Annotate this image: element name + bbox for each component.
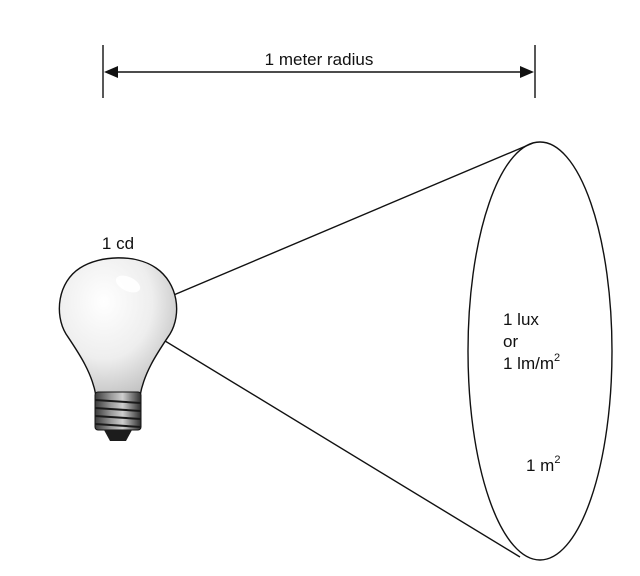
radius-dimension: 1 meter radius	[102, 45, 536, 98]
dimension-arrow-right	[520, 66, 534, 78]
illuminance-label: 1 lux or 1 lm/m2	[503, 310, 560, 373]
bulb-thread-3	[94, 415, 142, 420]
illuminance-line-3-sup: 2	[554, 352, 560, 364]
cone-edge-top	[123, 142, 534, 317]
area-label-sup: 2	[554, 454, 560, 466]
area-label-base: 1 m	[526, 456, 554, 475]
bulb-contact	[104, 430, 132, 441]
source-label: 1 cd	[102, 234, 134, 253]
bulb-highlight	[115, 275, 141, 293]
area-label: 1 m2	[526, 454, 560, 475]
illuminance-line-3-base: 1 lm/m	[503, 354, 554, 373]
bulb-glass	[58, 257, 178, 397]
dimension-arrow-left	[104, 66, 118, 78]
illuminated-surface	[467, 141, 613, 561]
radius-label: 1 meter radius	[265, 50, 374, 69]
bulb-thread-4	[94, 423, 142, 428]
illuminance-line-3: 1 lm/m2	[503, 352, 560, 373]
cone-edge-bottom	[123, 315, 521, 558]
illuminance-line-1: 1 lux	[503, 310, 539, 329]
light-bulb-icon	[58, 257, 178, 441]
illuminance-line-2: or	[503, 332, 518, 351]
light-cone	[123, 141, 613, 561]
bulb-thread-2	[94, 407, 142, 412]
bulb-thread-1	[94, 399, 142, 404]
